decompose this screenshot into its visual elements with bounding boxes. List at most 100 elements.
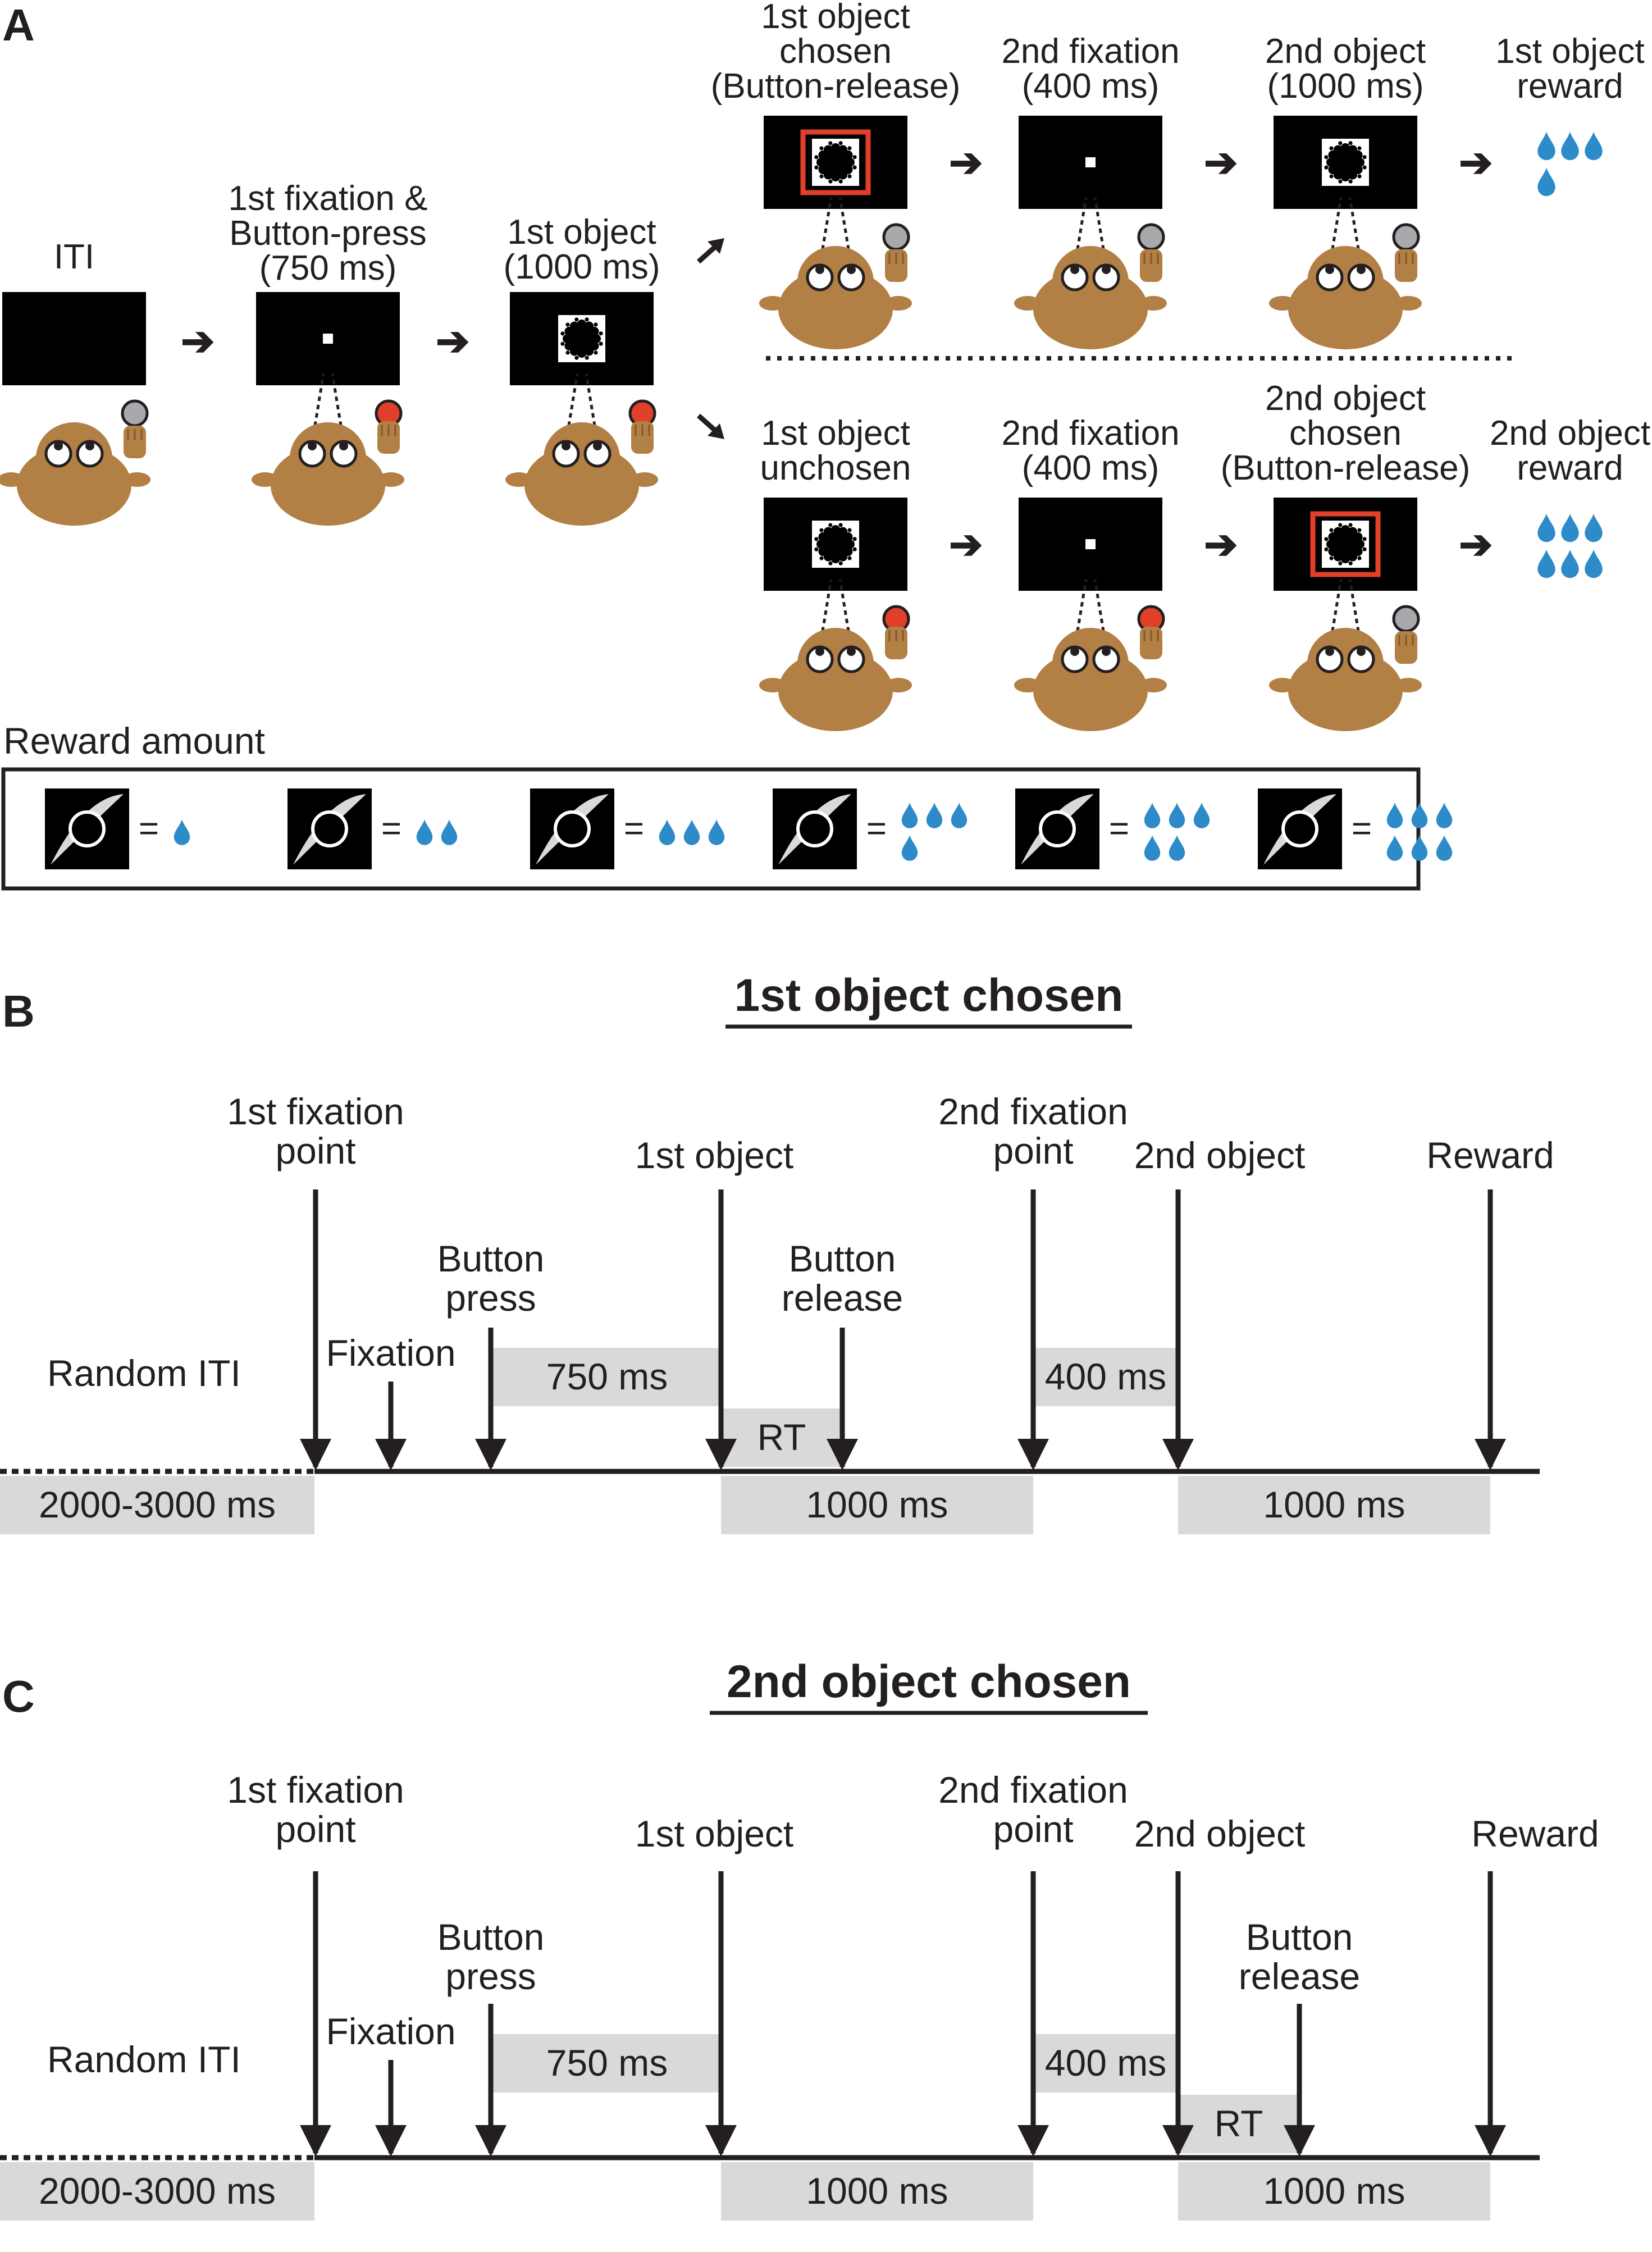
fractal-object-icon — [558, 315, 605, 362]
screen-label: 1st object — [761, 414, 910, 453]
monkey-hand — [885, 627, 907, 659]
fractal-thumbnail — [287, 788, 372, 869]
panel-a: A ITI 1st fixation &Button-press(750 ms) 1… — [0, 0, 1650, 891]
task-screens: ITI 1st fixation &Button-press(750 ms) 1st… — [0, 0, 1470, 731]
reward-label: 1st object — [1495, 32, 1644, 71]
random-iti-label: Random ITI — [47, 2039, 241, 2080]
monkey-head — [1307, 246, 1384, 318]
flow-arrows: ➔ ➔ ➔ ➔ ➔ ➔ ➔ ➔ — [181, 140, 1493, 567]
arrow-head — [1284, 2125, 1315, 2157]
screen-label: 2nd fixation — [1001, 414, 1179, 453]
event-label-fixation: Fixation — [326, 1332, 455, 1374]
timeline-title: 1st object chosen — [734, 970, 1124, 1021]
iti-duration-box-label: 2000-3000 ms — [39, 1484, 276, 1525]
water-drop-icon — [416, 819, 433, 845]
panel-a-letter: A — [2, 0, 35, 50]
event-label-obj1: 1st object — [635, 1134, 794, 1176]
monkey-pupil — [1102, 265, 1111, 274]
monkey-icon — [759, 197, 912, 349]
object1-duration-box — [721, 2162, 1033, 2221]
arrow-iti-to-fix: ➔ — [181, 319, 215, 364]
monkey-pupil — [85, 441, 94, 450]
button-released-icon — [121, 399, 149, 427]
water-drop-icon — [1561, 131, 1579, 161]
water-drop-icon — [951, 803, 968, 828]
fractal-thumbnail — [45, 788, 129, 869]
event-label-fix2: point — [993, 1808, 1073, 1850]
reward-amount-title: Reward amount — [3, 720, 265, 762]
choice-frame — [1310, 511, 1381, 577]
iti-duration-box — [0, 1476, 314, 1534]
event-label-reward: Reward — [1471, 1813, 1599, 1854]
screen-label: 1st fixation & — [229, 179, 428, 218]
water-drop-icon — [1144, 835, 1161, 861]
arrow-head — [300, 1439, 331, 1470]
branch-arrow-down — [696, 413, 724, 439]
water-drop-icon — [441, 819, 458, 845]
panel-b-letter: B — [2, 986, 35, 1036]
screen-label: Button-press — [229, 214, 427, 253]
water-drop-icon — [1436, 835, 1453, 861]
monkey-icon — [1014, 197, 1167, 349]
water-drop-icon — [1585, 131, 1603, 161]
arrow-head — [705, 2125, 737, 2157]
fixation2-duration-box — [1033, 2034, 1178, 2093]
monkey-head — [1307, 628, 1384, 700]
arrow-head — [375, 1439, 407, 1470]
water-drop-icon — [1561, 513, 1579, 543]
iti-duration-box-label: 2000-3000 ms — [39, 2170, 276, 2212]
button-released-icon — [1392, 605, 1420, 633]
monkey-head — [36, 422, 112, 494]
monkey-icon — [252, 373, 404, 526]
fixation2-duration-box-label: 400 ms — [1045, 2042, 1166, 2084]
monkey-pupil — [847, 265, 856, 274]
equals-sign: = — [381, 809, 401, 848]
fixation2-duration-box — [1033, 1348, 1178, 1406]
water-drop-icon — [1193, 803, 1210, 828]
fractal-object-icon — [812, 521, 859, 568]
monkey-pupil — [308, 441, 317, 450]
water-drop-icon — [708, 819, 725, 845]
arrow-head — [475, 1439, 506, 1470]
monkey-hand — [124, 426, 146, 458]
rt-box — [1178, 2095, 1299, 2153]
task-screen-u3: 2nd object(1000 ms) — [1265, 32, 1426, 349]
monkey-icon — [1269, 197, 1422, 349]
reward-label: 2nd object — [1490, 414, 1650, 453]
screen-label: (750 ms) — [259, 249, 397, 288]
water-drop-icon — [1537, 167, 1555, 197]
event-label-release: release — [1239, 1955, 1360, 1997]
random-iti-label: Random ITI — [47, 1352, 241, 1394]
press-duration-box-label: 750 ms — [546, 1356, 668, 1397]
press-duration-box-label: 750 ms — [546, 2042, 668, 2084]
water-drop-icon — [659, 819, 676, 845]
monkey-pupil — [1070, 647, 1079, 656]
choice-frame — [800, 129, 871, 195]
monkey-hand — [1140, 249, 1162, 282]
screen-label: 1st object — [507, 213, 656, 252]
button-released-icon — [1392, 223, 1420, 251]
water-drop-icon — [1561, 549, 1579, 578]
object1-duration-box-label: 1000 ms — [806, 1484, 948, 1525]
screen-label: ITI — [54, 238, 94, 276]
monkey-head — [290, 422, 366, 494]
arrow-upper-2: ➔ — [1204, 140, 1238, 185]
event-label-fix1: point — [275, 1808, 355, 1850]
object2-duration-box — [1178, 2162, 1490, 2221]
fractal-thumbnail — [1015, 788, 1099, 869]
event-label-fix1: 1st fixation — [227, 1091, 404, 1132]
fractal-object-icon — [1322, 521, 1369, 568]
reward-pair-5: = — [1015, 788, 1210, 869]
arrow-head — [1017, 2125, 1049, 2157]
arrow-head — [375, 2125, 407, 2157]
panel-c-letter: C — [2, 1671, 35, 1721]
fractal-thumbnail — [530, 788, 614, 869]
event-label-press: Button — [437, 1916, 545, 1958]
arrow-lower-1: ➔ — [949, 522, 983, 567]
object2-duration-box — [1178, 1476, 1490, 1534]
